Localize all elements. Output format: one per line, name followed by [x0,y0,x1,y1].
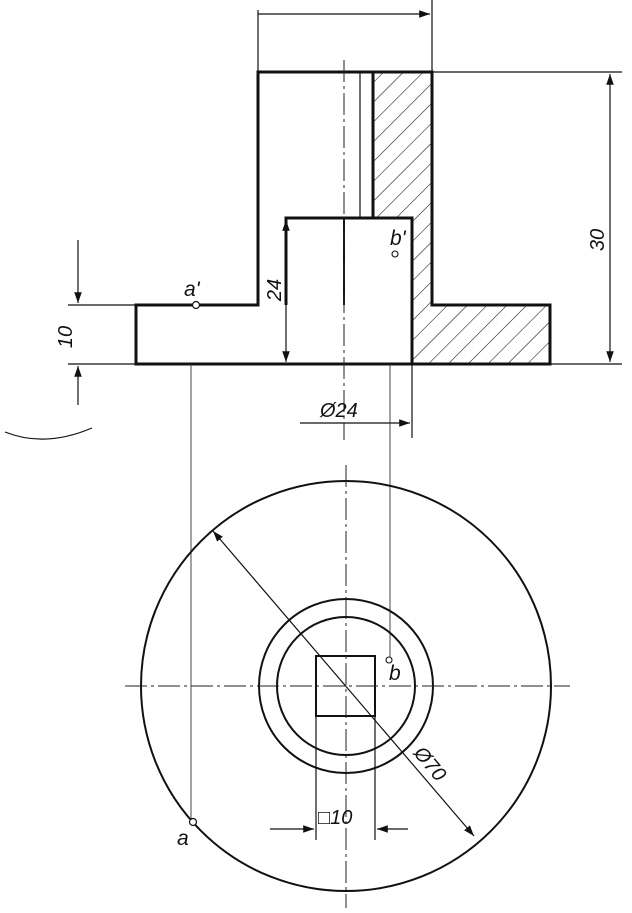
point-a-prime [191,300,201,310]
top-view: Ø70 □10 a b [125,465,570,908]
section-hatch-flange [412,305,550,364]
point-b-prime [391,250,399,258]
front-dimensions: 30 24 10 Ø24 a' b' [55,0,622,438]
point-a-prime-label: a' [184,278,201,301]
step-recess [284,216,373,305]
section-hatch-wall [412,218,432,305]
step-24-label: 24 [264,279,286,302]
point-b [385,656,393,664]
projection-lines [190,364,391,825]
height-30-label: 30 [587,229,609,251]
point-b-label: b [389,662,401,685]
flange-10-label: 10 [55,326,77,348]
bore-24-label: Ø24 [319,400,358,422]
section-boundary [371,72,414,364]
square-10-label: □10 [318,807,352,829]
section-hatch-upper [373,72,432,218]
outer-70-label: Ø70 [408,742,450,786]
point-b-prime-label: b' [390,227,407,250]
front-view [134,60,552,440]
point-a [188,817,198,827]
stray-arc [4,427,93,440]
point-a-label: a [177,827,189,850]
outer-70-dim-line [212,530,475,837]
